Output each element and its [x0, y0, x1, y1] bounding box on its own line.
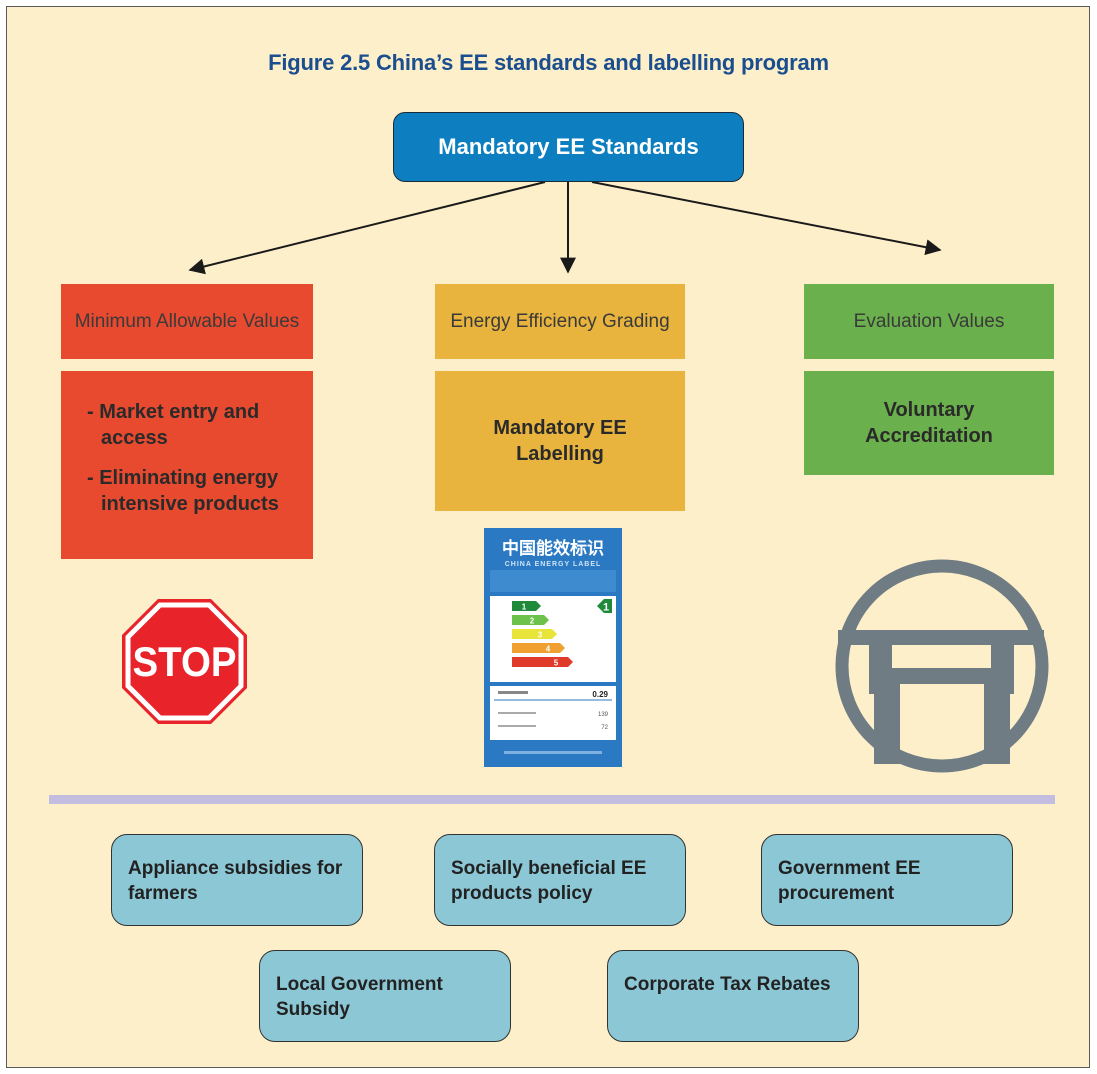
policy-appliance-subsidies: Appliance subsidies for farmers — [111, 834, 363, 926]
svg-text:5: 5 — [554, 659, 559, 668]
certification-mark-icon — [835, 559, 1049, 773]
category-efficiency-grading: Energy Efficiency Grading — [435, 284, 685, 359]
mandatory-standards-node: Mandatory EE Standards — [393, 112, 744, 182]
policy-government-procurement: Government EE procurement — [761, 834, 1013, 926]
label-rating: 1 — [603, 602, 609, 614]
category-minimum-values: Minimum Allowable Values — [61, 284, 313, 359]
svg-text:1: 1 — [522, 603, 527, 612]
stop-text: STOP — [133, 638, 237, 685]
svg-text:3: 3 — [538, 631, 543, 640]
eliminating-products-item: - Eliminating energy intensive products — [87, 467, 279, 515]
category-evaluation-values: Evaluation Values — [804, 284, 1054, 359]
market-entry-item: - Market entry and access — [87, 401, 260, 449]
mandatory-labelling-box: Mandatory EE Labelling — [435, 371, 685, 511]
svg-text:4: 4 — [546, 645, 551, 654]
label-grade-bars: 1 2 3 4 5 — [512, 601, 573, 668]
svg-text:72: 72 — [601, 725, 608, 731]
arrow-to-minimum-values — [188, 181, 546, 275]
stop-sign-icon: STOP — [122, 599, 247, 724]
policy-corporate-tax-rebates: Corporate Tax Rebates — [607, 950, 859, 1042]
svg-text:2: 2 — [530, 617, 535, 626]
svg-text:139: 139 — [598, 712, 609, 718]
label-title-en: CHINA ENERGY LABEL — [505, 561, 602, 568]
policy-socially-beneficial: Socially beneficial EE products policy — [434, 834, 686, 926]
policy-local-government-subsidy: Local Government Subsidy — [259, 950, 511, 1042]
arrow-to-evaluation-values — [591, 181, 942, 256]
label-consumption-value: 0.29 — [592, 690, 608, 699]
section-divider — [49, 795, 1055, 804]
label-title-cn: 中国能效标识 — [502, 538, 604, 559]
voluntary-accreditation-box: Voluntary Accreditation — [804, 371, 1054, 475]
china-energy-label-icon: 中国能效标识 CHINA ENERGY LABEL 1 2 3 4 5 1 0.… — [484, 528, 622, 767]
label-rating-arrow — [597, 599, 612, 613]
figure-title: Figure 2.5 China’s EE standards and labe… — [268, 50, 829, 75]
minimum-values-description: - Market entry and access - Eliminating … — [61, 371, 313, 559]
